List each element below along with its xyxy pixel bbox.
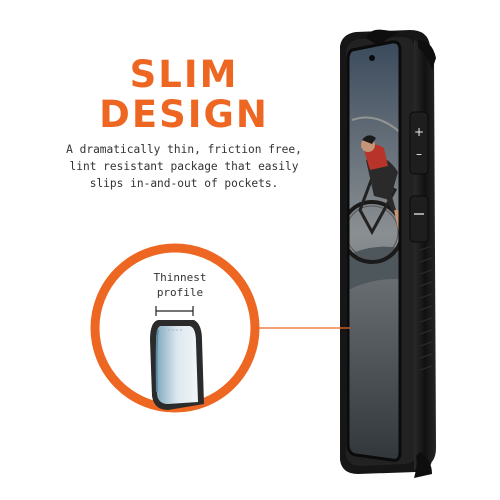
description-line-3: slips in-and-out of pockets. [89,177,279,190]
description-line-2: lint resistant package that easily [69,160,299,173]
svg-text:+: + [414,125,424,139]
case-profile-crosssection [150,320,204,410]
camera-icon [369,55,375,61]
callout-label-line-1: Thinnest [153,271,207,284]
feature-description: A dramatically thin, friction free, lint… [66,141,302,192]
power-button-icon [409,195,429,243]
cyclist-image [348,135,400,264]
profile-bracket [155,306,194,316]
headline-line-1: SLIM [129,53,239,96]
description-line-1: A dramatically thin, friction free, [66,143,302,156]
headline-line-2: DESIGN [99,93,269,136]
phone-screen [348,41,400,461]
callout-label-line-2: profile [156,286,204,299]
svg-text:–: – [416,147,422,161]
volume-buttons-icon: + – [409,111,429,175]
callout-label: Thinnest profile [140,270,220,300]
